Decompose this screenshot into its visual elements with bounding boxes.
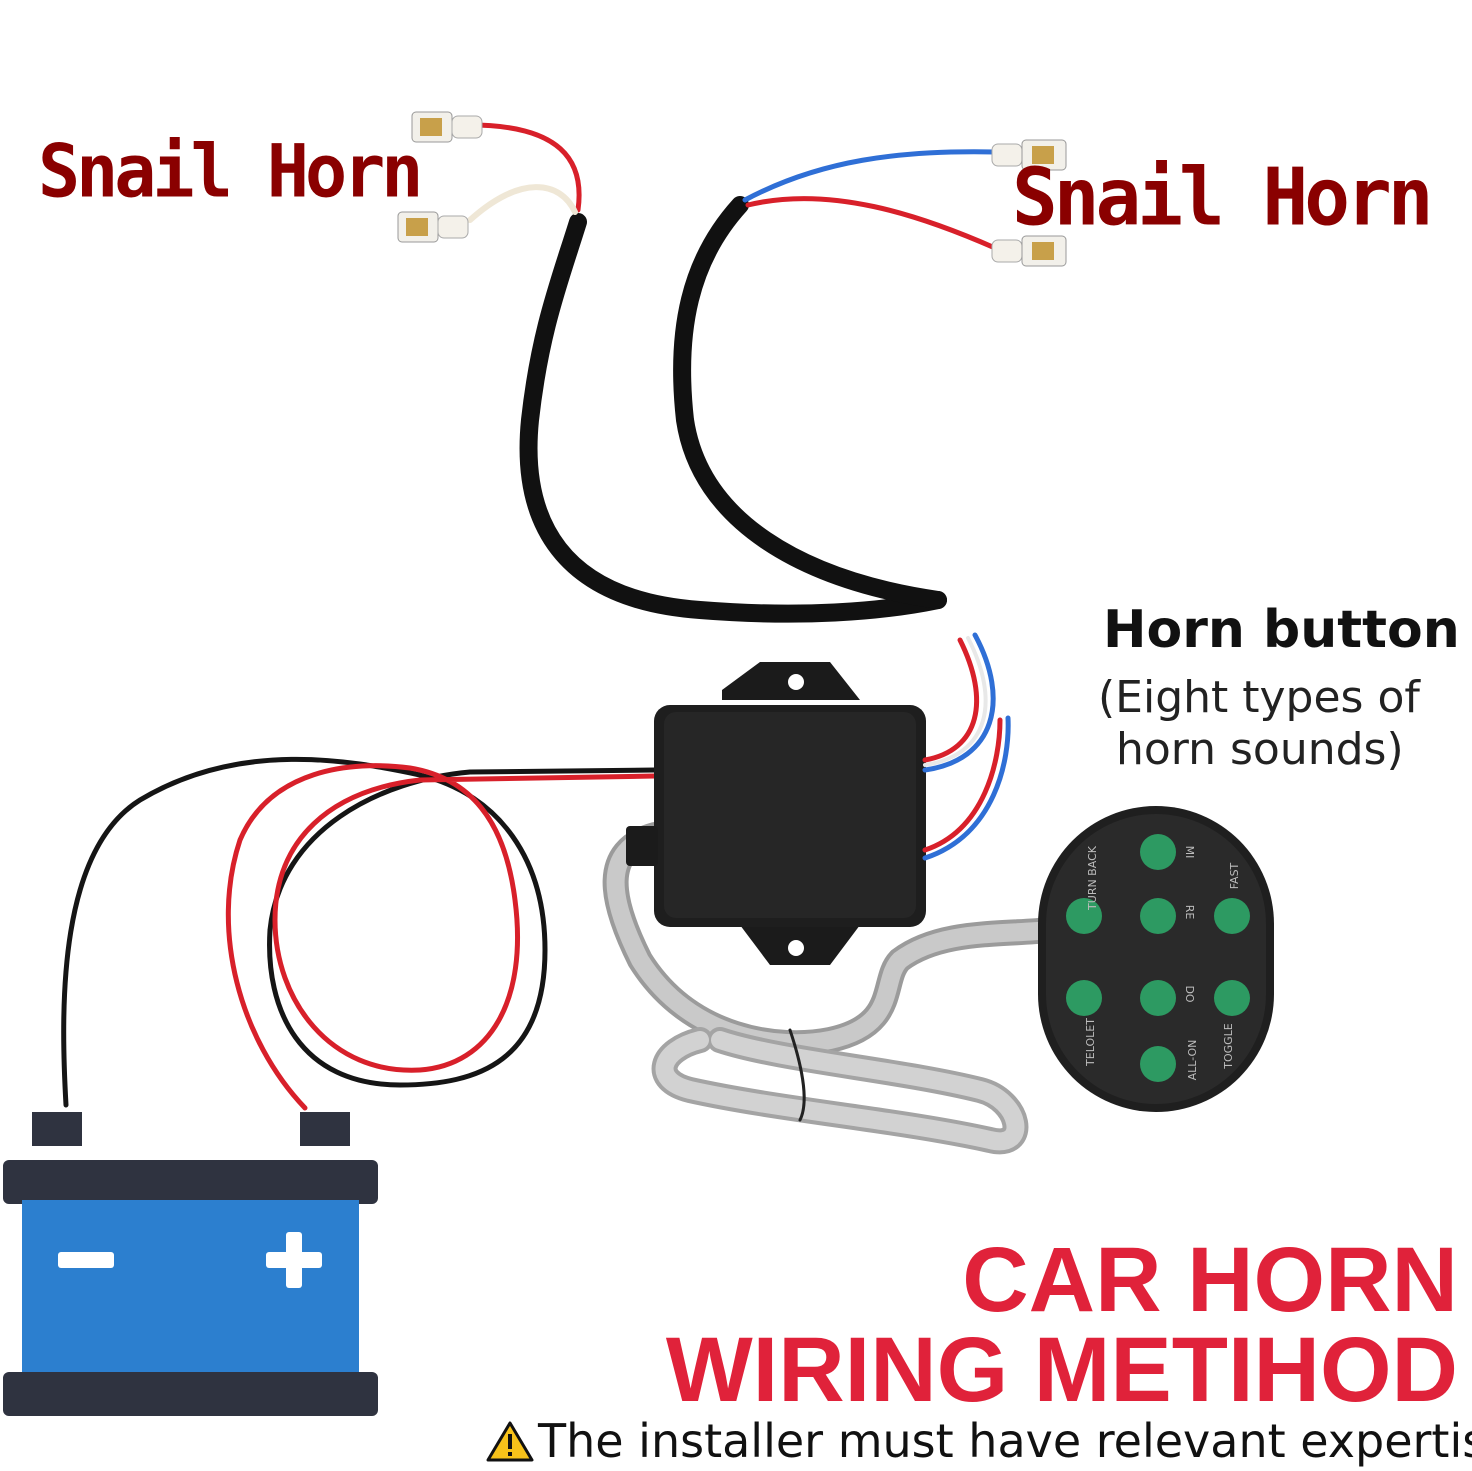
battery-wires [61, 756, 658, 1111]
key-label-mi: MI [1183, 846, 1196, 859]
key-all-on [1140, 1046, 1176, 1082]
warning-text: The installer must have relevant experti… [538, 1414, 1472, 1468]
battery-minus-icon [58, 1252, 114, 1268]
key-label-telolet: TELOLET [1084, 1018, 1097, 1067]
key-label-do: DO [1183, 985, 1196, 1002]
horn-harness [467, 122, 998, 623]
battery-plus-icon-v [286, 1232, 302, 1288]
battery-terminal-negative [32, 1112, 82, 1146]
terminal-left-bottom [397, 211, 469, 243]
warning-note: The installer must have relevant experti… [486, 1414, 1472, 1468]
key-label-fast: FAST [1228, 862, 1241, 889]
spade-terminals [397, 111, 1067, 267]
key-turn-back [1066, 898, 1102, 934]
key-label-toggle: TOGGLE [1222, 1023, 1235, 1070]
battery-red-wire [225, 763, 658, 1111]
battery [3, 1112, 378, 1416]
terminal-left-top [411, 111, 483, 143]
snail-horn-label-right: Snail Horn [1012, 150, 1434, 244]
key-do [1140, 980, 1176, 1016]
battery-black-wire [61, 756, 658, 1108]
horn-button-subtitle-line-1: (Eight types of [1098, 672, 1420, 723]
battery-bottom-cap [3, 1372, 378, 1416]
horn-keypad: MI TURN BACK RE FAST TELOLET DO TOGGLE A… [1038, 806, 1274, 1112]
snail-horn-label-left: Snail Horn [38, 128, 423, 215]
key-re [1140, 898, 1176, 934]
horn-button-title: Horn button [1103, 600, 1460, 660]
key-fast [1214, 898, 1250, 934]
box-harness [922, 632, 1011, 861]
headline-line-2: WIRING METIHOD [665, 1319, 1458, 1421]
battery-top-cap [3, 1160, 378, 1204]
key-mi [1140, 834, 1176, 870]
key-label-turn-back: TURN BACK [1086, 845, 1099, 911]
horn-button-subtitle-line-2: horn sounds) [1116, 724, 1404, 775]
battery-terminal-positive [300, 1112, 350, 1146]
control-box [626, 662, 926, 965]
key-label-re: RE [1183, 905, 1196, 920]
terminal-right-bottom [991, 235, 1067, 267]
headline-line-1: CAR HORN [962, 1229, 1458, 1331]
key-label-all-on: ALL-ON [1186, 1040, 1199, 1081]
warning-triangle-icon [486, 1421, 534, 1462]
ribbon-cable [602, 822, 1063, 1155]
key-telolet [1066, 980, 1102, 1016]
key-toggle [1214, 980, 1250, 1016]
terminal-right-top [991, 139, 1067, 171]
battery-body [22, 1200, 359, 1378]
